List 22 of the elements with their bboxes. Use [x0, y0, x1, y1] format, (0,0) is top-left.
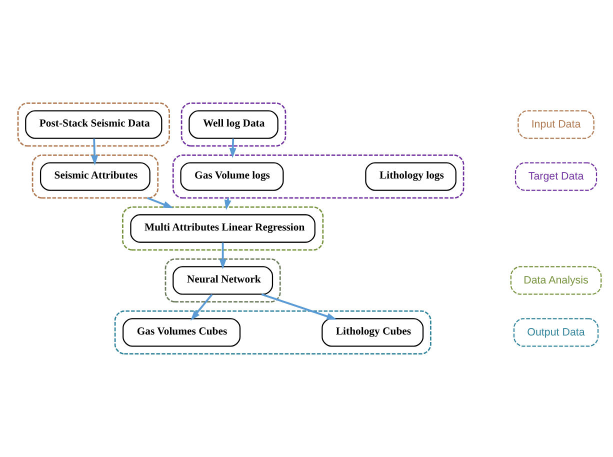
node-box: Multi Attributes Linear Regression: [130, 214, 316, 243]
cluster: [122, 206, 324, 251]
arrow: [190, 294, 213, 321]
node-box: Post-Stack Seismic Data: [25, 110, 162, 139]
node-box: Target Data: [514, 162, 598, 191]
node-box: Lithology logs: [365, 162, 456, 191]
node-box: Gas Volumes Cubes: [122, 318, 241, 347]
node-box: Input Data: [518, 110, 594, 139]
arrow: [147, 197, 174, 208]
node-box: Well log Data: [188, 110, 278, 139]
arrow: [91, 138, 98, 166]
node-box: Gas Volume logs: [180, 162, 284, 191]
node-box: Output Data: [513, 318, 599, 347]
cluster: [17, 102, 170, 147]
arrow: [229, 138, 236, 158]
node-box: Data Analysis: [510, 266, 602, 295]
cluster: [172, 154, 464, 199]
node-box: Neural Network: [172, 266, 274, 295]
node-box: Lithology Cubes: [322, 318, 424, 347]
cluster: [180, 102, 286, 147]
arrow: [219, 242, 226, 270]
node-box: Seismic Attributes: [40, 162, 150, 191]
